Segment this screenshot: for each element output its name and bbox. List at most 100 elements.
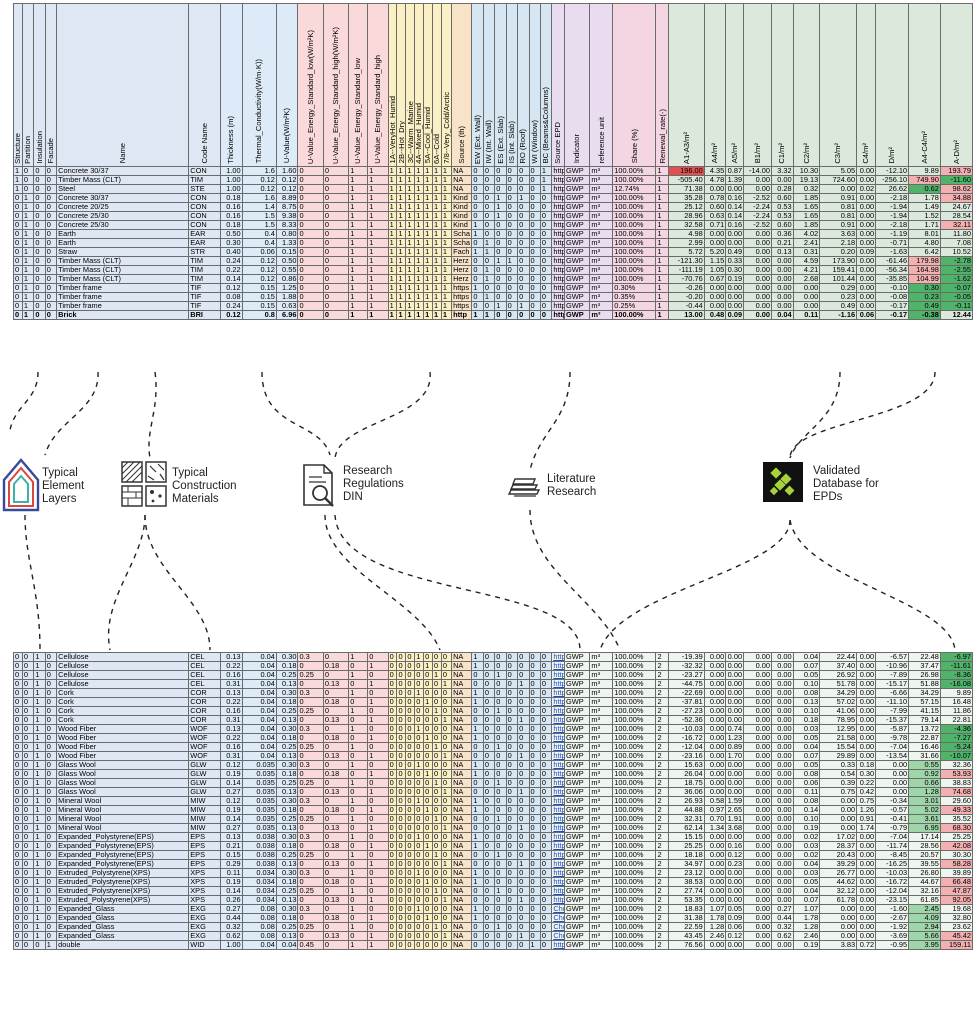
table-cell: 2 [655,805,670,815]
table-cell[interactable]: http [551,868,566,878]
table-cell: 0.92 [908,769,941,779]
table-cell: 0 [405,814,416,824]
table-cell: 1 [494,922,507,932]
connector-line [261,371,331,456]
table-cell: 36.06 [668,787,705,797]
table-cell: 0 [539,922,553,932]
table-cell: 1 [367,805,389,815]
table-cell[interactable]: http [551,940,566,950]
table-cell[interactable]: http [551,832,566,842]
table-cell[interactable]: http [551,841,566,851]
table-cell: 0 [528,787,541,797]
table-cell: 0 [21,895,35,905]
table-cell[interactable]: http [551,814,566,824]
table-cell[interactable]: http [551,805,566,815]
table-cell[interactable]: http [551,706,566,716]
table-cell: 0.00 [771,859,794,869]
table-cell[interactable]: http [551,895,566,905]
table-cell[interactable]: http [551,886,566,896]
table-cell: m³ [589,661,614,671]
table-cell: 2 [655,688,670,698]
table-cell: 25.25 [939,832,974,842]
table-cell: 0 [414,769,425,779]
table-cell: 0 [482,850,496,860]
table-cell: 0.45 [297,940,324,950]
table-cell[interactable]: http [551,652,566,662]
table-cell[interactable]: http [551,823,566,833]
table-cell: 0 [396,670,407,680]
table-cell: 0.27 [220,904,243,914]
table-cell[interactable]: http [551,670,566,680]
table-cell: Cork [56,697,190,707]
table-cell: 0 [405,760,416,770]
table-cell[interactable]: http [551,859,566,869]
table-cell[interactable]: http [551,733,566,743]
table-cell: 3.01 [908,796,941,806]
table-cell[interactable]: Chd [551,913,566,923]
table-cell: 100.00% [612,652,657,662]
table-cell[interactable]: http [551,877,566,887]
table-cell: 0 [482,742,496,752]
table-cell: 2 [655,778,670,788]
table-cell: 0.00 [771,688,794,698]
table-cell: 0 [482,841,496,851]
table-cell[interactable]: http [551,679,566,689]
table-cell: 0 [471,895,484,905]
table-cell[interactable]: http [551,769,566,779]
table-cell: 0.21 [220,841,243,851]
table-cell: 100.00% [612,913,657,923]
table-cell[interactable]: http [551,688,566,698]
table-cell: 0.00 [856,688,877,698]
table-cell: 0.035 [241,796,277,806]
table-cell: -10.03 [875,868,910,878]
table-cell: 0.00 [743,688,772,698]
table-cell[interactable]: http [551,850,566,860]
table-cell: 1 [440,751,453,761]
table-cell: 34.29 [908,688,941,698]
table-cell: 2 [655,796,670,806]
table-cell: 0 [440,697,453,707]
connector-line [599,519,791,651]
table-cell: 1 [33,778,46,788]
table-cell[interactable]: http [551,742,566,752]
table-cell: 0 [405,778,416,788]
table-cell[interactable]: http [551,778,566,788]
table-cell[interactable]: http [551,661,566,671]
table-cell: 0 [494,823,507,833]
table-cell: 0 [494,868,507,878]
table-cell: 0.18 [856,760,877,770]
table-cell: 0.035 [241,760,277,770]
table-cell: WID [188,940,221,950]
table-cell: 0 [440,769,453,779]
table-cell: -16.08 [939,679,974,689]
table-cell: 0.00 [743,733,772,743]
table-cell: 0 [432,931,442,941]
table-cell: 1 [33,706,46,716]
table-cell: 0 [505,715,519,725]
table-cell[interactable]: http [551,796,566,806]
table-cell: m³ [589,841,614,851]
table-cell: 0 [440,850,453,860]
table-cell[interactable]: Chd [551,922,566,932]
table-cell: Wood Fiber [56,742,190,752]
table-cell: 0 [13,832,23,842]
table-cell: 0 [482,751,496,761]
table-cell: 0 [432,751,442,761]
table-cell: 12.95 [819,724,858,734]
table-cell[interactable]: Chd [551,931,566,941]
table-cell: 0.00 [703,679,727,689]
table-cell[interactable]: http [551,724,566,734]
table-cell[interactable]: http [551,751,566,761]
table-cell: 0.19 [220,769,243,779]
table-cell[interactable]: http [551,715,566,725]
table-cell[interactable]: http [551,697,566,707]
table-cell[interactable]: Chd [551,904,566,914]
column-header: A5/m² [725,3,745,167]
table-cell[interactable]: http [551,760,566,770]
table-cell: GWP [564,868,591,878]
table-cell: 0 [405,823,416,833]
table-cell: 0.04 [241,670,277,680]
table-cell[interactable]: http [551,787,566,797]
